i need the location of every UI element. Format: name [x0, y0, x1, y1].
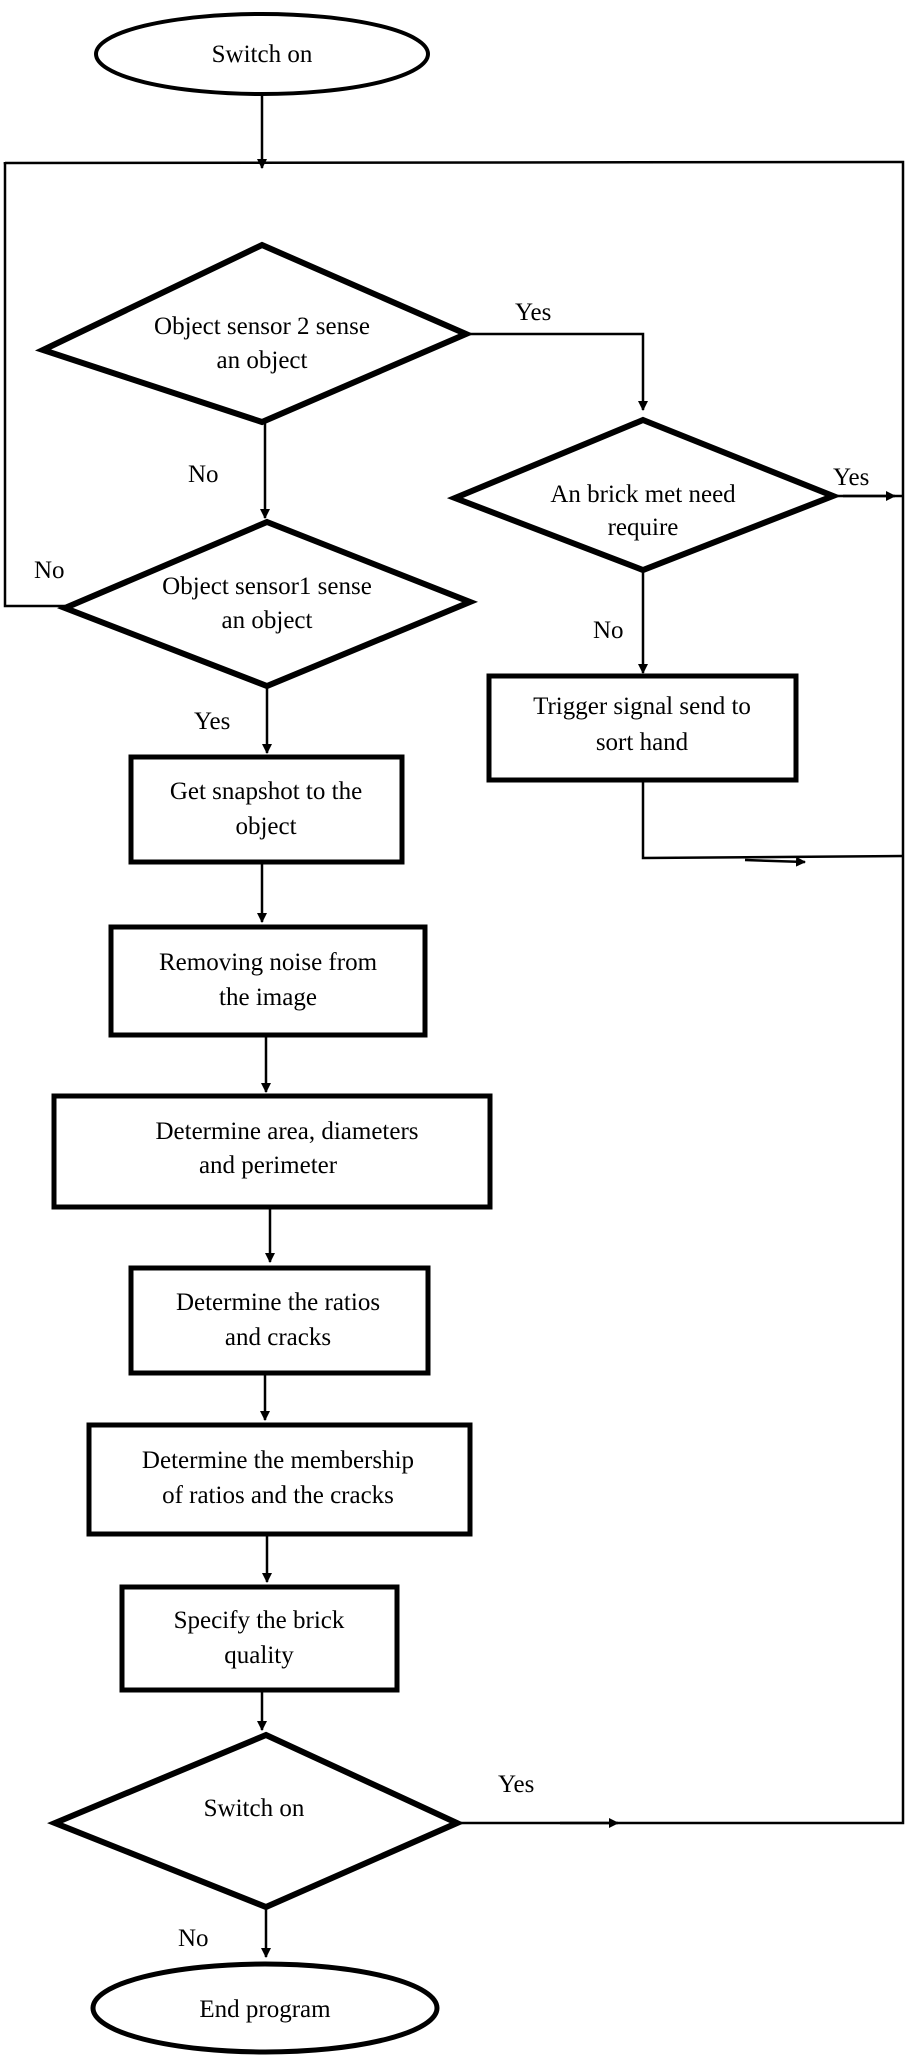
area-label-line2: and perimeter [199, 1152, 338, 1179]
membership-process: Determine the membership of ratios and t… [86, 1422, 473, 1537]
sensor1-label-line2: an object [222, 607, 313, 634]
quality-label-line1: Specify the brick [174, 1607, 345, 1634]
edge-switch-yes [457, 1813, 905, 1825]
end-label: End program [199, 1996, 331, 2023]
connectors [3, 93, 905, 1958]
sensor2-no-label: No [188, 461, 219, 488]
sensor2-yes-label: Yes [515, 299, 551, 326]
membership-label-line1: Determine the membership [142, 1447, 414, 1474]
trigger-label-line1: Trigger signal send to [533, 693, 751, 720]
brick-no-label: No [593, 617, 624, 644]
brick-check-decision: An brick met need require [446, 416, 842, 574]
membership-label-line2: of ratios and the cracks [162, 1482, 394, 1509]
quality-process: Specify the brick quality [119, 1584, 400, 1693]
brick-check-label-line1: An brick met need [550, 481, 736, 508]
area-label-line1: Determine area, diameters [155, 1118, 418, 1145]
switch-no-label: No [178, 1925, 209, 1952]
snapshot-process: Get snapshot to the object [128, 754, 405, 865]
trigger-label-line2: sort hand [596, 729, 689, 756]
edge-labels: Yes No Yes No No Yes Yes No [34, 299, 869, 1952]
sensor1-no-label: No [34, 557, 65, 584]
sensor1-label-line1: Object sensor1 sense [162, 573, 372, 600]
switch-yes-label: Yes [498, 1771, 534, 1798]
edge-sensor2-yes [466, 332, 648, 411]
area-process: Determine area, diameters and perimeter [51, 1093, 493, 1210]
switch-check-label: Switch on [204, 1795, 305, 1822]
brick-yes-label: Yes [833, 464, 869, 491]
trigger-process: Trigger signal send to sort hand [486, 673, 799, 783]
sensor2-decision: Object sensor 2 sense an object [34, 241, 474, 426]
snapshot-label-line1: Get snapshot to the [170, 778, 362, 805]
brick-check-label-line2: require [608, 514, 679, 541]
sensor2-label-line1: Object sensor 2 sense [154, 313, 370, 340]
noise-label-line1: Removing noise from [159, 949, 378, 976]
start-label: Switch on [212, 41, 313, 68]
sensor2-label-line2: an object [217, 347, 308, 374]
edge-trigger-arrow [744, 856, 806, 867]
sensor1-decision: Object sensor1 sense an object [57, 518, 479, 690]
edge-trigger-to-bus [641, 780, 904, 860]
noise-removal-process: Removing noise from the image [108, 924, 428, 1038]
end-terminal: End program [90, 1961, 440, 2055]
ratios-process: Determine the ratios and cracks [128, 1265, 431, 1376]
edge-sensor1-no-loop [3, 162, 65, 608]
ratios-label-line2: and cracks [225, 1324, 331, 1351]
snapshot-label-line2: object [235, 813, 296, 840]
sensor1-yes-label: Yes [194, 708, 230, 735]
switch-check-decision: Switch on [47, 1731, 465, 1911]
start-terminal: Switch on [94, 12, 430, 96]
ratios-label-line1: Determine the ratios [176, 1289, 380, 1316]
quality-label-line2: quality [224, 1642, 294, 1669]
noise-label-line2: the image [219, 984, 317, 1011]
